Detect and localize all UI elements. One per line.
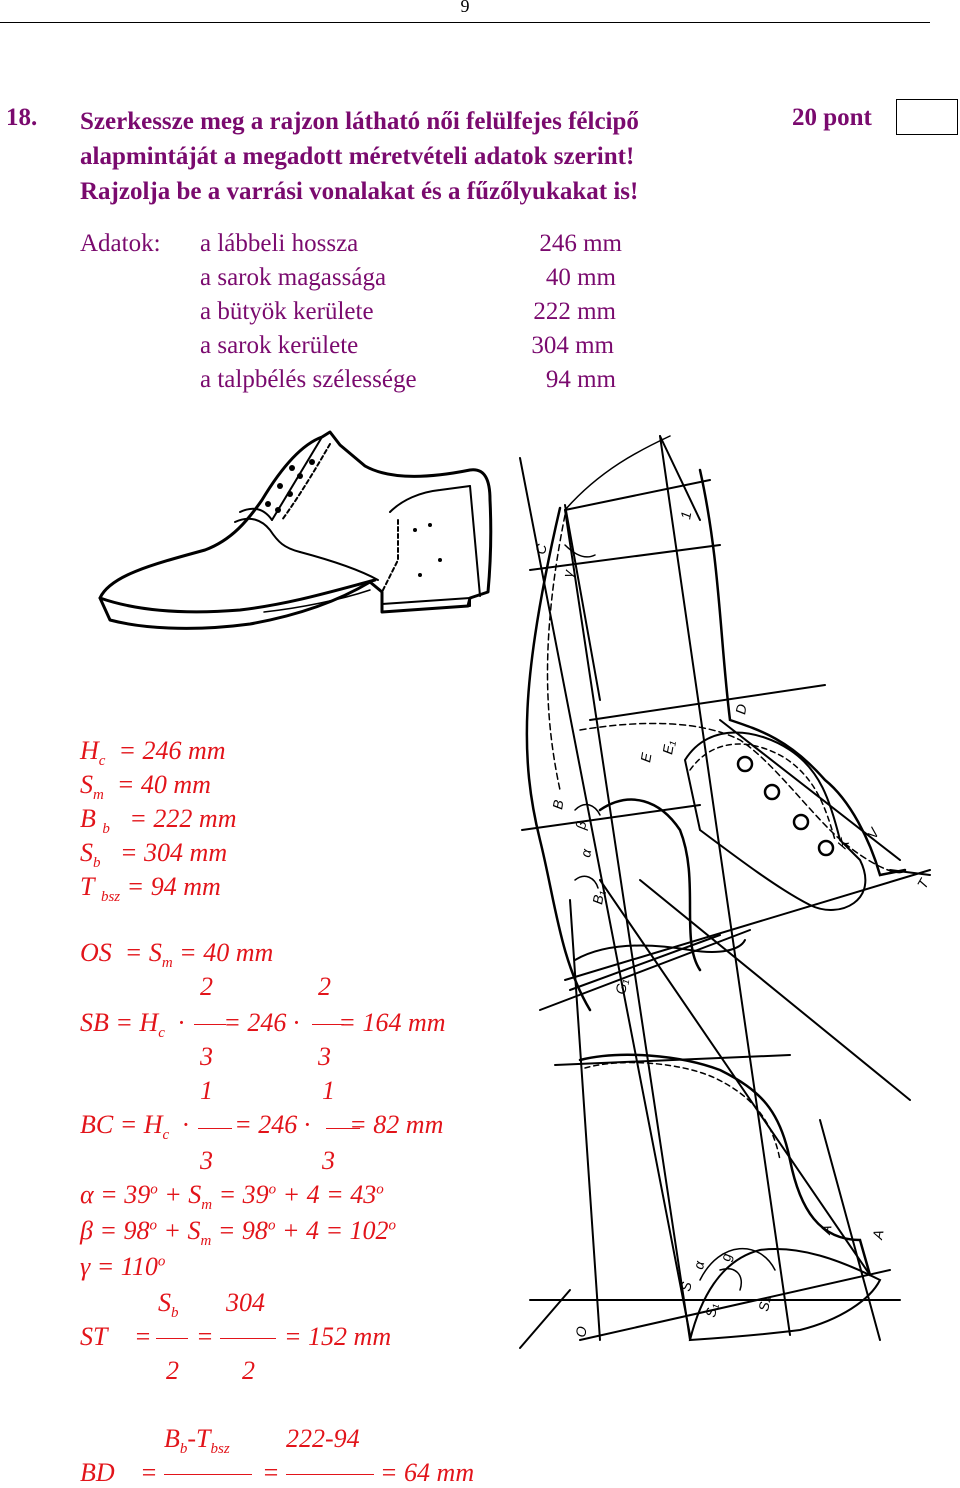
header-rule [0, 22, 930, 23]
eq-bc-calc: BC = Hc · = 246 · = 82 mm [80, 1110, 444, 1144]
eq-bd-lhs: BD [80, 1458, 115, 1487]
task-text: Szerkessze meg a rajzon látható női felü… [80, 104, 639, 209]
data-label: Adatok: [80, 230, 161, 257]
label-one: 1 [677, 510, 694, 520]
eq-alpha: α = 39o + Sm = 39o + 4 = 43o [80, 1180, 384, 1214]
data-row-name: a lábbeli hossza [200, 230, 359, 257]
bc-numerator: 1 [200, 1076, 213, 1105]
pattern-drawing [519, 435, 931, 1349]
label-o: O [572, 1325, 590, 1339]
label-b1: B₁ [589, 889, 607, 906]
st-denominator: 2 [242, 1356, 255, 1385]
score-box[interactable] [896, 99, 958, 135]
eq-bb: B b = 222 mm [80, 804, 237, 838]
bd-numerator: 222-94 [286, 1424, 360, 1453]
data-row-value: 304 mm [531, 332, 614, 359]
eq-sm: Sm = 40 mm [80, 770, 211, 804]
task-line: alapmintáját a megadott méretvételi adat… [80, 143, 635, 170]
eq-gamma: γ = 110o [80, 1252, 166, 1281]
label-gamma: γ [559, 568, 576, 579]
task-line: Rajzolja be a varrási vonalakat és a fűz… [80, 178, 639, 205]
data-row-value: 40 mm [545, 264, 616, 291]
fraction-bar [220, 1338, 276, 1339]
label-beta: β [572, 820, 589, 832]
page-number: 9 [460, 0, 470, 16]
bc-denominator: 3 [322, 1146, 335, 1175]
sb-numerator: 2 [200, 972, 213, 1001]
fraction-bar [312, 1024, 344, 1025]
fraction-bar [326, 1128, 360, 1129]
fraction-bar [198, 1128, 232, 1129]
label-b: B [549, 799, 566, 811]
label-g: g [717, 1252, 734, 1263]
bc-denominator: 3 [200, 1146, 213, 1175]
data-row-value: 222 mm [533, 298, 616, 325]
eq-os: OS = Sm = 40 mm [80, 938, 274, 972]
data-row-value: 94 mm [545, 366, 616, 393]
task-number: 18. [6, 104, 38, 131]
label-a: A [869, 1229, 887, 1242]
eq-st-eq: = [196, 1322, 214, 1351]
eq-sb: Sb = 304 mm [80, 838, 228, 872]
eq-beta: β = 98o + Sm = 98o + 4 = 102o [80, 1216, 397, 1250]
label-d: D [732, 703, 750, 716]
label-s4: S₄ [755, 1295, 773, 1313]
eq-tbsz: T bsz = 94 mm [80, 872, 221, 906]
sb-denominator: 3 [318, 1042, 331, 1071]
shoe-illustration [98, 430, 493, 630]
data-row-name: a bütyök kerülete [200, 298, 374, 325]
fraction-bar [156, 1338, 188, 1339]
bc-numerator: 1 [322, 1076, 335, 1105]
label-alpha: α [577, 847, 594, 859]
points-label: 20 pont [792, 104, 872, 131]
data-row-name: a sarok magassága [200, 264, 387, 291]
label-s: S [677, 1280, 694, 1293]
label-s-alpha: α [690, 1259, 707, 1271]
eq-bd-result: = 64 mm [380, 1458, 475, 1487]
st-denominator: 2 [166, 1356, 179, 1385]
task-line: Szerkessze meg a rajzon látható női felü… [80, 108, 639, 135]
sb-denominator: 3 [200, 1042, 213, 1071]
eq-sb-calc: SB = Hc · = 246 · = 164 mm [80, 1008, 446, 1042]
eq-hc: Hc = 246 mm [80, 736, 226, 770]
data-row-name: a sarok kerülete [200, 332, 359, 359]
label-c: C [532, 542, 550, 556]
data-row-value: 246 mm [539, 230, 622, 257]
label-a-small: A [817, 1224, 835, 1237]
fraction-bar [194, 1024, 226, 1025]
data-row-name: a talpbélés szélessége [200, 366, 417, 393]
label-g1: G₁ [612, 977, 631, 995]
label-t: T [914, 875, 933, 892]
eq-st-result: = 152 mm [284, 1322, 392, 1351]
label-e: E [637, 751, 654, 764]
bd-numerator: Bb-Tbsz [164, 1424, 230, 1458]
st-numerator: 304 [226, 1288, 265, 1317]
fraction-bar [286, 1474, 374, 1475]
label-s1: S₁ [702, 1302, 720, 1319]
eq-st-lhs: ST [80, 1322, 108, 1351]
sb-numerator: 2 [318, 972, 331, 1001]
label-e1: E₁ [659, 739, 677, 756]
pattern-labels: C γ 1 D E E₁ B β α B₁ G₁ K V T A A O S α… [532, 510, 932, 1338]
fraction-bar [164, 1474, 252, 1475]
eq-st-eq: = [134, 1322, 152, 1351]
eq-bd-eq: = [140, 1458, 158, 1487]
st-numerator: Sb [158, 1288, 179, 1322]
eq-bd-eq: = [262, 1458, 280, 1487]
